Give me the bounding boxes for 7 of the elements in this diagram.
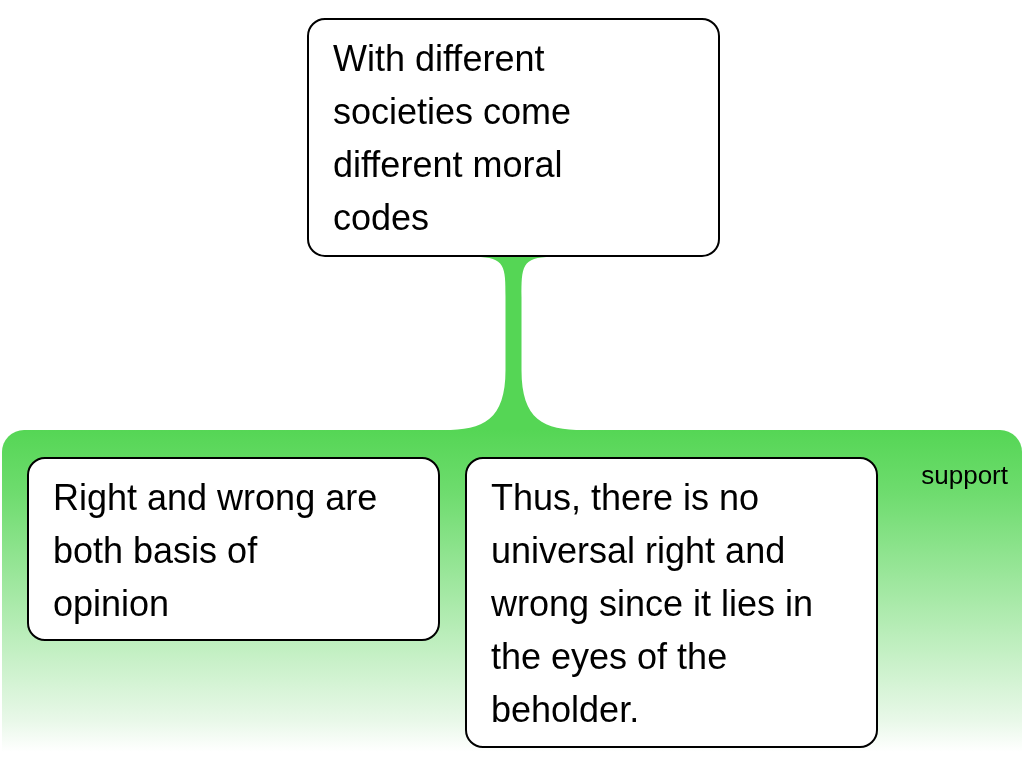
claim-box — [27, 457, 440, 641]
claim-text: Thus, there is no universal right and wrong since it lies in the eyes of the beholder. — [491, 476, 815, 732]
claim-text: Right and wrong are both basis of opinion — [53, 476, 378, 626]
relation-label: support — [921, 460, 1008, 491]
claim-text: With different societies come different moral codes — [333, 37, 573, 240]
claim-box — [307, 18, 720, 257]
claim-box — [465, 457, 878, 748]
